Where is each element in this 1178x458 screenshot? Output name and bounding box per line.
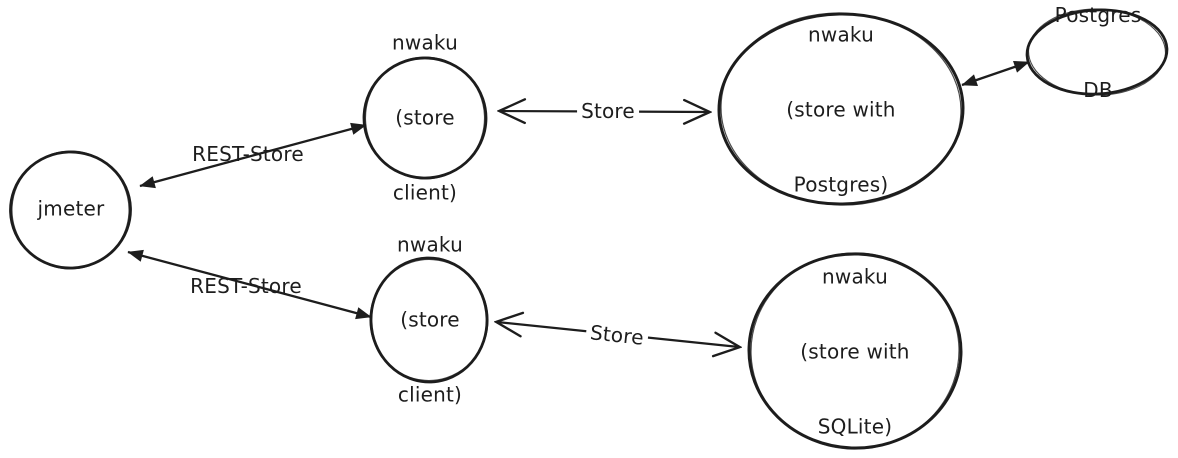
node-store-postgres-shape: [717, 12, 965, 206]
node-label-line: nwaku: [397, 232, 463, 257]
node-label-store-sqlite: nwaku (store with SQLite): [800, 215, 909, 458]
node-label-line: nwaku: [822, 264, 888, 289]
edge-label-store-top: Store: [577, 99, 639, 123]
node-label-line: SQLite): [817, 414, 893, 439]
node-label-line: Postgres): [793, 172, 889, 197]
node-label-line: (store with: [786, 97, 896, 122]
edge-rest-store-top: [139, 122, 367, 189]
node-label-line: client): [397, 382, 463, 407]
node-label-postgres-db: Postgres DB: [1055, 0, 1142, 153]
node-store-sqlite-shape: [747, 252, 963, 450]
node-postgres-db-shape: [1025, 8, 1169, 96]
edge-rest-store-bottom: [127, 249, 372, 320]
node-label-line: client): [392, 180, 458, 205]
node-jmeter-shape: [9, 150, 132, 270]
node-label-line: nwaku: [392, 30, 458, 55]
node-label-line: Postgres: [1054, 3, 1142, 27]
edge-postgres-db-link: [961, 60, 1030, 87]
node-label-jmeter: jmeter: [37, 196, 105, 221]
node-label-line: nwaku: [808, 22, 874, 47]
edge-label-rest-store-top: REST-Store: [192, 142, 304, 166]
node-store-client-top-shape: [362, 56, 488, 180]
node-label-line: (store: [395, 105, 455, 130]
node-label-store-postgres: nwaku (store with Postgres): [786, 0, 895, 248]
node-label-store-client-top: nwaku (store client): [392, 0, 458, 256]
node-label-line: DB: [1083, 78, 1113, 102]
node-label-line: (store with: [800, 339, 910, 364]
edge-label-rest-store-bottom: REST-Store: [190, 274, 302, 298]
node-label-store-client-bottom: nwaku (store client): [397, 183, 463, 458]
node-label-line: (store: [400, 307, 460, 332]
